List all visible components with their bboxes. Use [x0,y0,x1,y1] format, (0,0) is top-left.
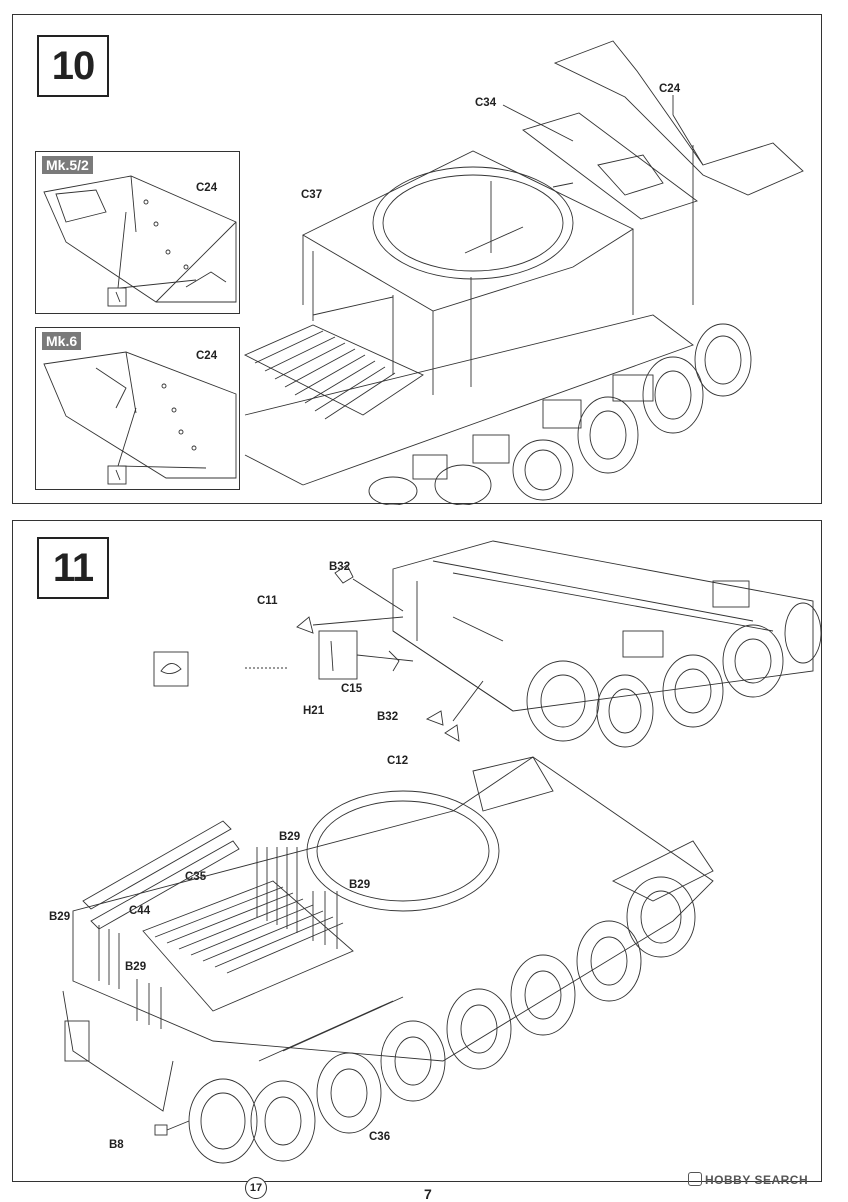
inset-part-label-c24: C24 [196,182,218,194]
inset-part-label-c24: C24 [196,350,218,362]
part-label-b32-lower: B32 [377,711,399,723]
step-10-assembly-drawing [243,40,804,505]
part-label-b29: B29 [349,879,371,891]
inset-title-mk6: Mk.6 [42,332,82,350]
inset-mk5-2-drawing [43,175,237,307]
part-label-c15: C15 [341,683,363,695]
step-number-11: 11 [37,537,109,599]
step-11-assembly-drawing [62,540,822,1164]
part-label-c24: C24 [659,83,681,95]
part-label-b32: B32 [329,561,351,573]
inset-title-mk5-2: Mk.5/2 [42,156,93,174]
part-label-b8: B8 [109,1139,124,1151]
part-label-c12: C12 [387,755,409,767]
step-number-10: 10 [37,35,109,97]
part-label-b29: B29 [279,831,301,843]
part-label-c44: C44 [129,905,151,917]
part-label-c34: C34 [475,97,497,109]
part-label-c37: C37 [301,189,323,201]
inset-mk6: Mk.6 C24 [35,327,240,490]
inset-mk5-2: Mk.5/2 C24 [35,151,240,314]
part-label-b29: B29 [49,911,71,923]
step-11-panel: 11 B32 C11 C15 H21 B32 C12 C35 B29 B29 B… [12,520,822,1199]
part-label-h21: H21 [303,705,325,717]
page-number: 7 [424,1186,432,1202]
watermark: HOBBY SEARCH [688,1172,808,1187]
part-label-b29: B29 [125,961,147,973]
subassembly-ref-17: 17 [245,1177,267,1199]
part-label-c36: C36 [369,1131,391,1143]
watermark-text: HOBBY SEARCH [705,1173,809,1187]
inset-mk6-drawing [43,351,237,485]
part-label-c11: C11 [257,595,278,607]
hobby-search-logo-icon [688,1172,702,1186]
step-10-panel: 10 Mk.5/2 C24 Mk.6 C24 [12,14,822,505]
